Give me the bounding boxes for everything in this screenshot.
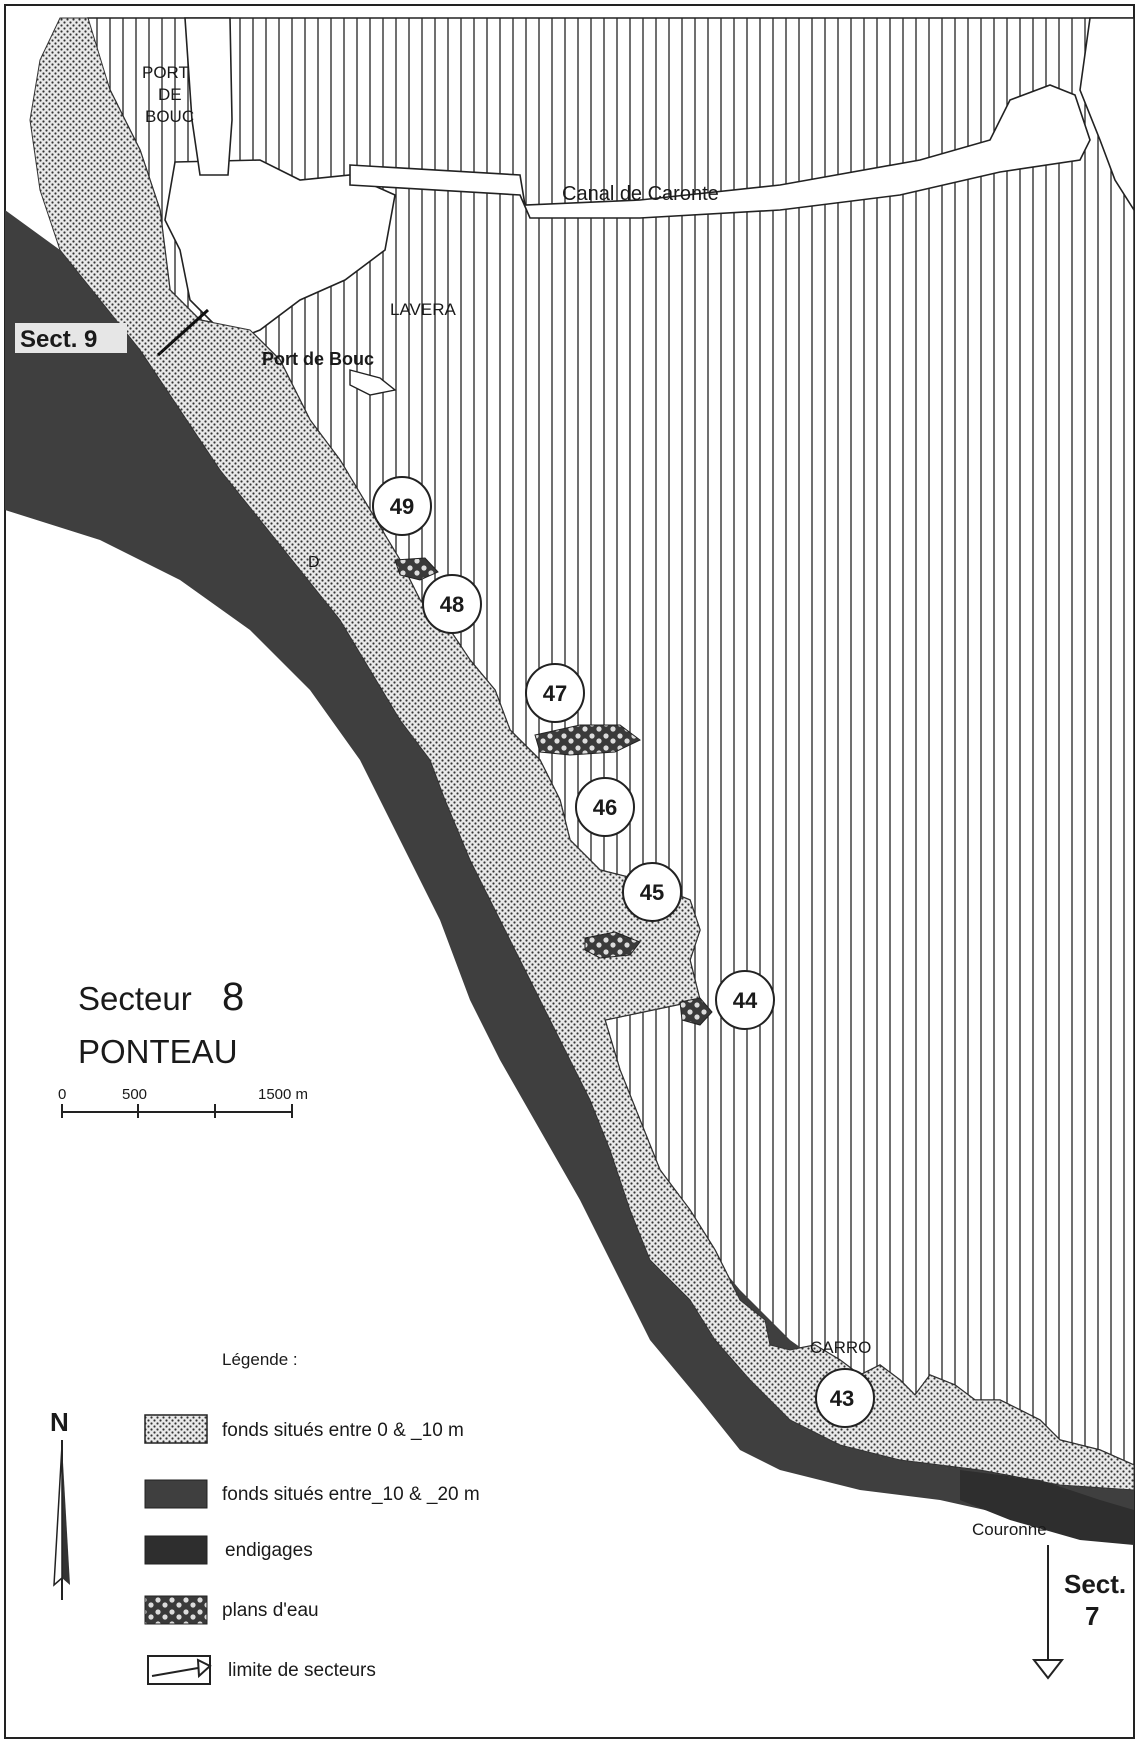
etang-de-berre-edge bbox=[1079, 17, 1135, 213]
legend-swatch-bubbles bbox=[144, 1595, 208, 1625]
legend-title: Légende : bbox=[222, 1350, 298, 1369]
sector-9-boundary bbox=[156, 308, 210, 357]
label-port-de-bouc-top-1: PORT bbox=[142, 63, 189, 82]
next-sector-label-2: 7 bbox=[1085, 1601, 1099, 1631]
station-46-number: 46 bbox=[593, 795, 617, 820]
label-lavera: LAVERA bbox=[390, 300, 456, 319]
label-sect9-bg bbox=[15, 323, 127, 353]
station-48: 48 bbox=[422, 574, 482, 634]
plan-deau-44 bbox=[679, 997, 713, 1026]
plan-deau-45 bbox=[584, 931, 641, 959]
legend-label-darkest: endigages bbox=[225, 1540, 313, 1561]
plan-deau-47 bbox=[534, 724, 641, 756]
legend-swatch-dots bbox=[144, 1414, 208, 1444]
legend-label-bubbles: plans d'eau bbox=[222, 1600, 319, 1621]
north-label: N bbox=[50, 1407, 69, 1437]
endigage-area bbox=[960, 1470, 1134, 1545]
port-de-bouc-basin bbox=[164, 159, 396, 341]
station-45: 45 bbox=[622, 862, 682, 922]
label-port-de-bouc-top-3: BOUC bbox=[145, 107, 194, 126]
sector-title-word: Secteur bbox=[78, 980, 192, 1017]
station-43-number: 43 bbox=[830, 1386, 854, 1411]
station-44: 44 bbox=[715, 970, 775, 1030]
sector-title-name: PONTEAU bbox=[78, 1033, 238, 1070]
legend-swatch-dark bbox=[144, 1479, 208, 1509]
port-de-bouc-channel bbox=[184, 17, 233, 176]
scale-bar bbox=[61, 1104, 293, 1118]
legend-swatch-darkest bbox=[144, 1535, 208, 1565]
label-carro: CARRO bbox=[810, 1338, 871, 1357]
label-lone-letter: D bbox=[308, 554, 320, 571]
station-48-number: 48 bbox=[440, 592, 464, 617]
label-port-de-bouc-top-2: DE bbox=[158, 85, 182, 104]
next-sector-label-1: Sect. bbox=[1064, 1569, 1126, 1599]
station-45-number: 45 bbox=[640, 880, 664, 905]
station-46: 46 bbox=[575, 777, 635, 837]
sector-7-arrow-icon bbox=[1031, 1545, 1065, 1680]
legend-swatch-arrow bbox=[147, 1655, 212, 1685]
legend-label-dark: fonds situés entre_10 & _20 m bbox=[222, 1484, 480, 1505]
small-lagoon bbox=[349, 369, 397, 396]
station-49: 49 bbox=[372, 476, 432, 536]
scale-tick-0: 0 bbox=[58, 1086, 66, 1103]
legend-label-arrow: limite de secteurs bbox=[228, 1660, 376, 1681]
station-49-number: 49 bbox=[390, 494, 414, 519]
label-canal-de-caronte: Canal de Caronte bbox=[562, 183, 719, 205]
label-sect9: Sect. 9 bbox=[20, 326, 97, 353]
north-arrow-icon bbox=[53, 1440, 70, 1600]
station-43: 43 bbox=[815, 1368, 875, 1428]
legend-label-dots: fonds situés entre 0 & _10 m bbox=[222, 1420, 464, 1441]
scale-tick-500: 500 bbox=[122, 1086, 147, 1103]
station-47: 47 bbox=[525, 663, 585, 723]
plan-deau-48 bbox=[394, 557, 439, 581]
label-couronne: Couronne bbox=[972, 1520, 1047, 1539]
sector-title-number: 8 bbox=[222, 975, 244, 1019]
label-port-de-bouc-mid: Port de Bouc bbox=[262, 349, 374, 369]
canal-de-caronte bbox=[349, 84, 1091, 219]
scale-tick-1500: 1500 m bbox=[258, 1086, 308, 1103]
station-44-number: 44 bbox=[733, 988, 758, 1013]
station-47-number: 47 bbox=[543, 681, 567, 706]
